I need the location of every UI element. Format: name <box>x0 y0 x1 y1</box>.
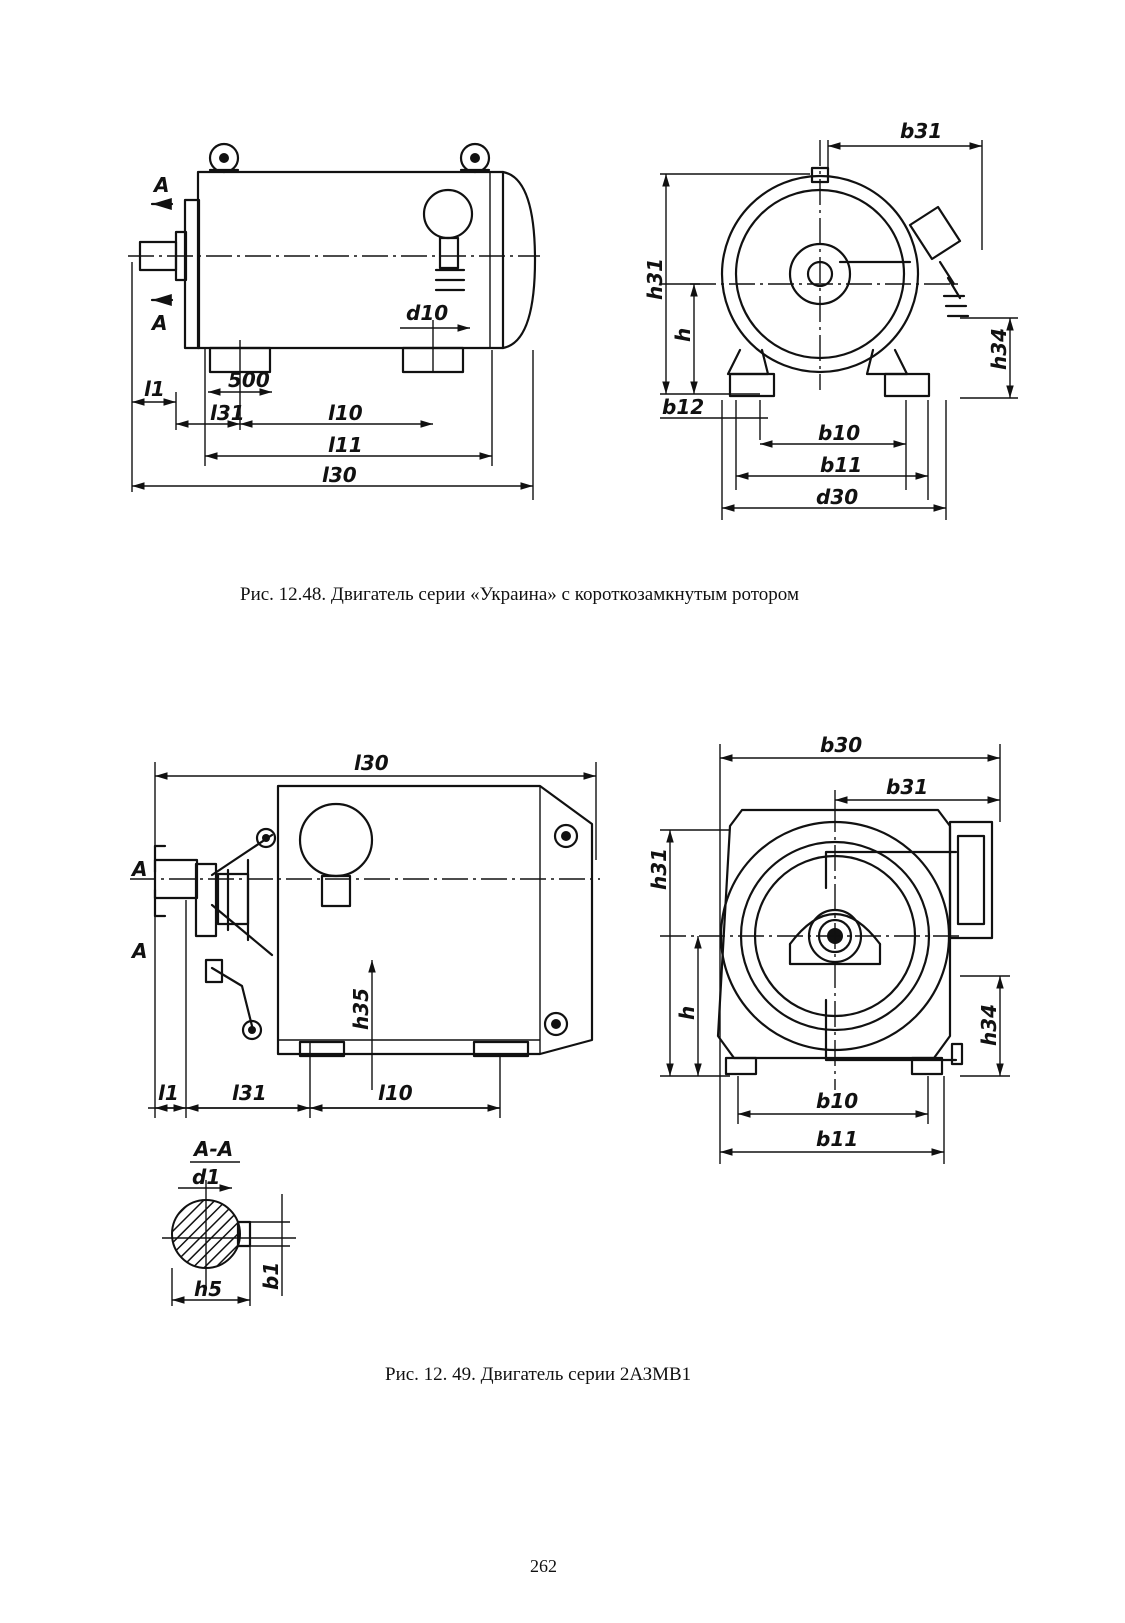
label-h: h <box>671 328 695 342</box>
fig2-side-view: l30 A A h35 l1 l31 l10 <box>130 751 600 1118</box>
label-b11-fig2: b11 <box>816 1127 858 1151</box>
label-b30-fig2: b30 <box>820 733 862 757</box>
figure-caption-12-49: Рис. 12. 49. Двигатель серии 2АЗМВ1 <box>385 1364 691 1386</box>
label-h34-fig2: h34 <box>977 1004 1001 1046</box>
label-d10: d10 <box>406 301 448 325</box>
figure-caption-12-48: Рис. 12.48. Двигатель серии «Украина» с … <box>240 584 799 606</box>
fig2-section-aa: A-A d1 h5 b1 <box>162 1137 296 1306</box>
label-l1-fig2: l1 <box>158 1081 179 1105</box>
label-l10-fig2: l10 <box>378 1081 413 1105</box>
label-l11: l11 <box>328 433 363 457</box>
fig1-side-view: A A d10 l1 500 l31 l10 l11 l30 <box>128 144 540 500</box>
fig1-end-view: b31 h31 h h34 b12 b10 b11 d30 <box>643 119 1018 520</box>
label-d30: d30 <box>816 485 858 509</box>
label-l1: l1 <box>144 377 165 401</box>
label-b31-fig2: b31 <box>886 775 928 799</box>
label-d1: d1 <box>192 1165 220 1189</box>
label-h31: h31 <box>643 258 667 300</box>
label-h-fig2: h <box>675 1006 699 1020</box>
label-b12: b12 <box>662 395 704 419</box>
label-h5: h5 <box>194 1277 222 1301</box>
label-A-bottom-fig2: A <box>130 939 147 963</box>
page-number: 262 <box>530 1556 557 1577</box>
fig2-end-view: b30 b31 h31 h h34 b10 b11 <box>647 733 1010 1164</box>
label-h34: h34 <box>987 328 1011 370</box>
label-l30-fig2: l30 <box>354 751 389 775</box>
label-b10-fig2: b10 <box>816 1089 858 1113</box>
label-l31: l31 <box>210 401 245 425</box>
label-l31-fig2: l31 <box>232 1081 267 1105</box>
label-l30: l30 <box>322 463 357 487</box>
label-b1: b1 <box>259 1262 283 1290</box>
label-h31-fig2: h31 <box>647 848 671 890</box>
label-section-aa: A-A <box>192 1137 233 1161</box>
label-h35: h35 <box>349 988 373 1030</box>
label-l10: l10 <box>328 401 363 425</box>
label-b10: b10 <box>818 421 860 445</box>
label-A-top: A <box>152 173 169 197</box>
label-b11: b11 <box>820 453 862 477</box>
label-A-bottom: A <box>150 311 167 335</box>
label-b31: b31 <box>900 119 942 143</box>
label-A-top-fig2: A <box>130 857 147 881</box>
label-500: 500 <box>228 368 270 392</box>
